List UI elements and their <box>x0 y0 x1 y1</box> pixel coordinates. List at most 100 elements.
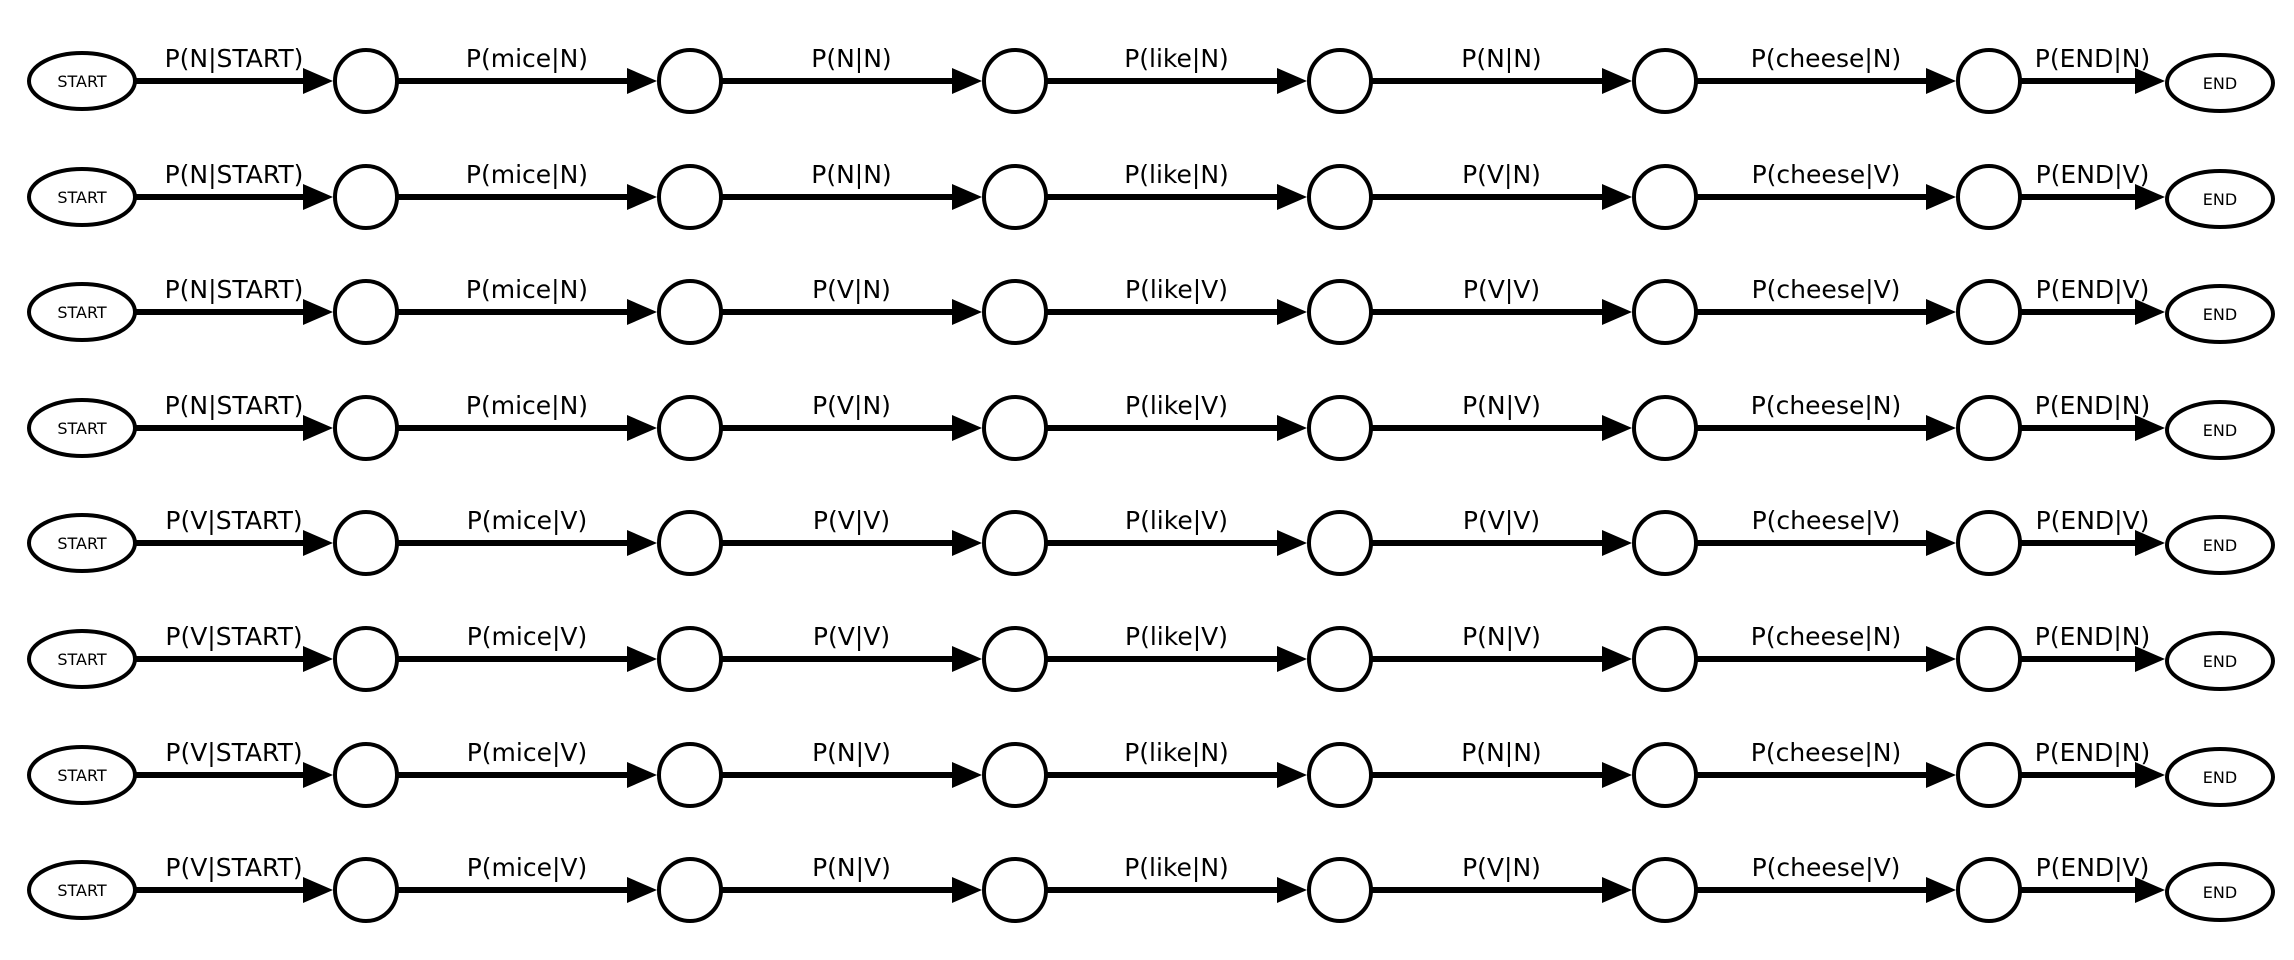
end-label: END <box>2203 421 2237 440</box>
arrowhead <box>627 68 657 94</box>
edge-probability-label: P(V|START) <box>165 506 302 535</box>
state-node <box>1307 279 1373 345</box>
edge-probability-label: P(mice|N) <box>466 44 588 73</box>
state-node <box>982 857 1048 923</box>
state-node <box>1307 510 1373 576</box>
state-node <box>982 626 1048 692</box>
state-node <box>1632 510 1698 576</box>
edge-probability-label: P(N|V) <box>812 738 891 767</box>
end-label: END <box>2203 305 2237 324</box>
state-node <box>333 857 399 923</box>
edge-probability-label: P(like|N) <box>1124 44 1229 73</box>
state-node <box>657 857 723 923</box>
state-node <box>333 164 399 230</box>
edge-probability-label: P(N|N) <box>811 160 891 189</box>
edge-probability-label: P(mice|N) <box>466 391 588 420</box>
arrowhead <box>1926 877 1956 903</box>
edge-probability-label: P(mice|N) <box>466 160 588 189</box>
edge-probability-label: P(V|N) <box>812 275 891 304</box>
arrowhead <box>952 184 982 210</box>
state-node <box>1956 164 2022 230</box>
state-node <box>1956 510 2022 576</box>
edge-probability-label: P(N|START) <box>165 275 304 304</box>
state-node <box>657 395 723 461</box>
edge-probability-label: P(cheese|N) <box>1751 44 1901 73</box>
end-label: END <box>2203 74 2237 93</box>
state-node <box>982 164 1048 230</box>
state-node <box>1632 279 1698 345</box>
arrowhead <box>1277 877 1307 903</box>
edge-probability-label: P(like|V) <box>1125 506 1228 535</box>
edge-probability-label: P(like|V) <box>1125 275 1228 304</box>
edge-probability-label: P(V|N) <box>1462 853 1541 882</box>
arrowhead <box>1602 68 1632 94</box>
arrowhead <box>627 646 657 672</box>
state-node <box>1956 395 2022 461</box>
edge-probability-label: P(END|V) <box>2036 275 2150 304</box>
state-node <box>657 510 723 576</box>
edge-probability-label: P(N|V) <box>812 853 891 882</box>
edge-probability-label: P(like|N) <box>1124 160 1229 189</box>
state-node <box>1632 857 1698 923</box>
end-node <box>2165 400 2275 460</box>
state-node <box>1956 857 2022 923</box>
end-label: END <box>2203 768 2237 787</box>
arrowhead <box>2135 877 2165 903</box>
state-node <box>982 279 1048 345</box>
arrowhead <box>2135 646 2165 672</box>
arrowhead <box>952 530 982 556</box>
arrowhead <box>1926 184 1956 210</box>
edge-probability-label: P(V|N) <box>812 391 891 420</box>
arrowhead <box>1277 762 1307 788</box>
edge-probability-label: P(like|V) <box>1125 391 1228 420</box>
start-label: START <box>57 72 107 91</box>
edge-probability-label: P(like|N) <box>1124 853 1229 882</box>
state-node <box>982 510 1048 576</box>
state-node <box>333 742 399 808</box>
edge-probability-label: P(V|V) <box>813 622 890 651</box>
state-node <box>1307 164 1373 230</box>
start-label: START <box>57 881 107 900</box>
arrowhead <box>2135 184 2165 210</box>
edge-probability-label: P(V|V) <box>1463 506 1540 535</box>
arrowhead <box>2135 415 2165 441</box>
arrowhead <box>1602 415 1632 441</box>
end-node <box>2165 169 2275 229</box>
state-node <box>657 279 723 345</box>
edge-probability-label: P(cheese|V) <box>1752 506 1901 535</box>
edge-probability-label: P(N|V) <box>1462 391 1541 420</box>
arrowhead <box>952 877 982 903</box>
arrowhead <box>1602 762 1632 788</box>
arrowhead <box>303 530 333 556</box>
arrowhead <box>1602 530 1632 556</box>
edge-probability-label: P(V|START) <box>165 853 302 882</box>
arrowhead <box>952 646 982 672</box>
end-node <box>2165 862 2275 922</box>
arrowhead <box>1926 415 1956 441</box>
end-label: END <box>2203 652 2237 671</box>
state-node <box>1632 395 1698 461</box>
edge-probability-label: P(cheese|V) <box>1752 853 1901 882</box>
arrowhead <box>1277 299 1307 325</box>
edge-probability-label: P(cheese|N) <box>1751 622 1901 651</box>
arrowhead <box>1926 762 1956 788</box>
state-node <box>333 279 399 345</box>
end-label: END <box>2203 536 2237 555</box>
state-node <box>657 626 723 692</box>
arrowhead <box>627 530 657 556</box>
edge-probability-label: P(cheese|V) <box>1752 275 1901 304</box>
arrowhead <box>1926 68 1956 94</box>
end-node <box>2165 631 2275 691</box>
end-label: END <box>2203 883 2237 902</box>
arrowhead <box>627 762 657 788</box>
edge-probability-label: P(mice|N) <box>466 275 588 304</box>
edge-probability-label: P(END|N) <box>2035 391 2150 420</box>
arrowhead <box>1926 530 1956 556</box>
arrowhead <box>1602 877 1632 903</box>
state-node <box>657 48 723 114</box>
arrowhead <box>1602 646 1632 672</box>
start-label: START <box>57 534 107 553</box>
